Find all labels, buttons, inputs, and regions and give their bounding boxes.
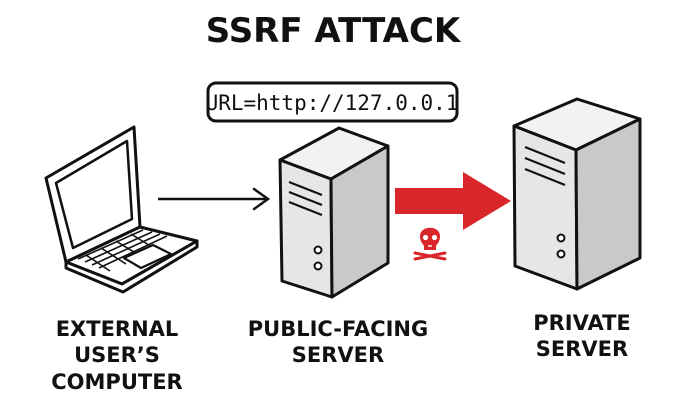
private-server-label: PRIVATE SERVER bbox=[533, 311, 631, 361]
public-server-light-2 bbox=[313, 261, 323, 271]
public-server-front bbox=[278, 158, 334, 299]
private-server-icon bbox=[512, 97, 642, 291]
laptop-icon bbox=[44, 125, 199, 294]
label-line: PUBLIC-FACING bbox=[248, 317, 428, 341]
laptop-keyboard bbox=[77, 229, 168, 272]
laptop-screen-display bbox=[54, 139, 134, 250]
thick-arrow-right-icon bbox=[395, 172, 511, 230]
url-box-frame bbox=[206, 81, 459, 123]
label-line: COMPUTER bbox=[51, 370, 182, 394]
private-server-side bbox=[574, 117, 642, 291]
public-server-vents bbox=[288, 180, 323, 217]
label-line: SERVER bbox=[536, 337, 628, 361]
public-server-side bbox=[329, 144, 390, 299]
url-box: URL=http://127.0.0.1 bbox=[206, 81, 459, 123]
laptop-touchpad bbox=[122, 243, 173, 270]
skull-icon bbox=[413, 227, 447, 261]
laptop-base-edge bbox=[64, 239, 199, 294]
public-server-label: PUBLIC-FACING SERVER bbox=[248, 317, 428, 367]
diagram-title: SSRF ATTACK bbox=[206, 11, 462, 51]
private-server-front bbox=[512, 124, 579, 291]
label-line: PRIVATE bbox=[533, 311, 631, 335]
private-server-light-1 bbox=[556, 233, 566, 243]
external-computer-label: EXTERNAL USER’S COMPUTER bbox=[51, 317, 182, 394]
url-box-text: URL=http://127.0.0.1 bbox=[206, 91, 459, 115]
public-server-icon bbox=[278, 126, 390, 299]
private-server-light-2 bbox=[556, 249, 566, 259]
label-line: EXTERNAL bbox=[56, 317, 179, 341]
label-line: SERVER bbox=[292, 343, 384, 367]
public-server-light-1 bbox=[313, 245, 323, 255]
arrow-right-icon bbox=[158, 187, 271, 211]
private-server-vents bbox=[524, 145, 566, 187]
label-line: USER’S bbox=[74, 343, 160, 367]
